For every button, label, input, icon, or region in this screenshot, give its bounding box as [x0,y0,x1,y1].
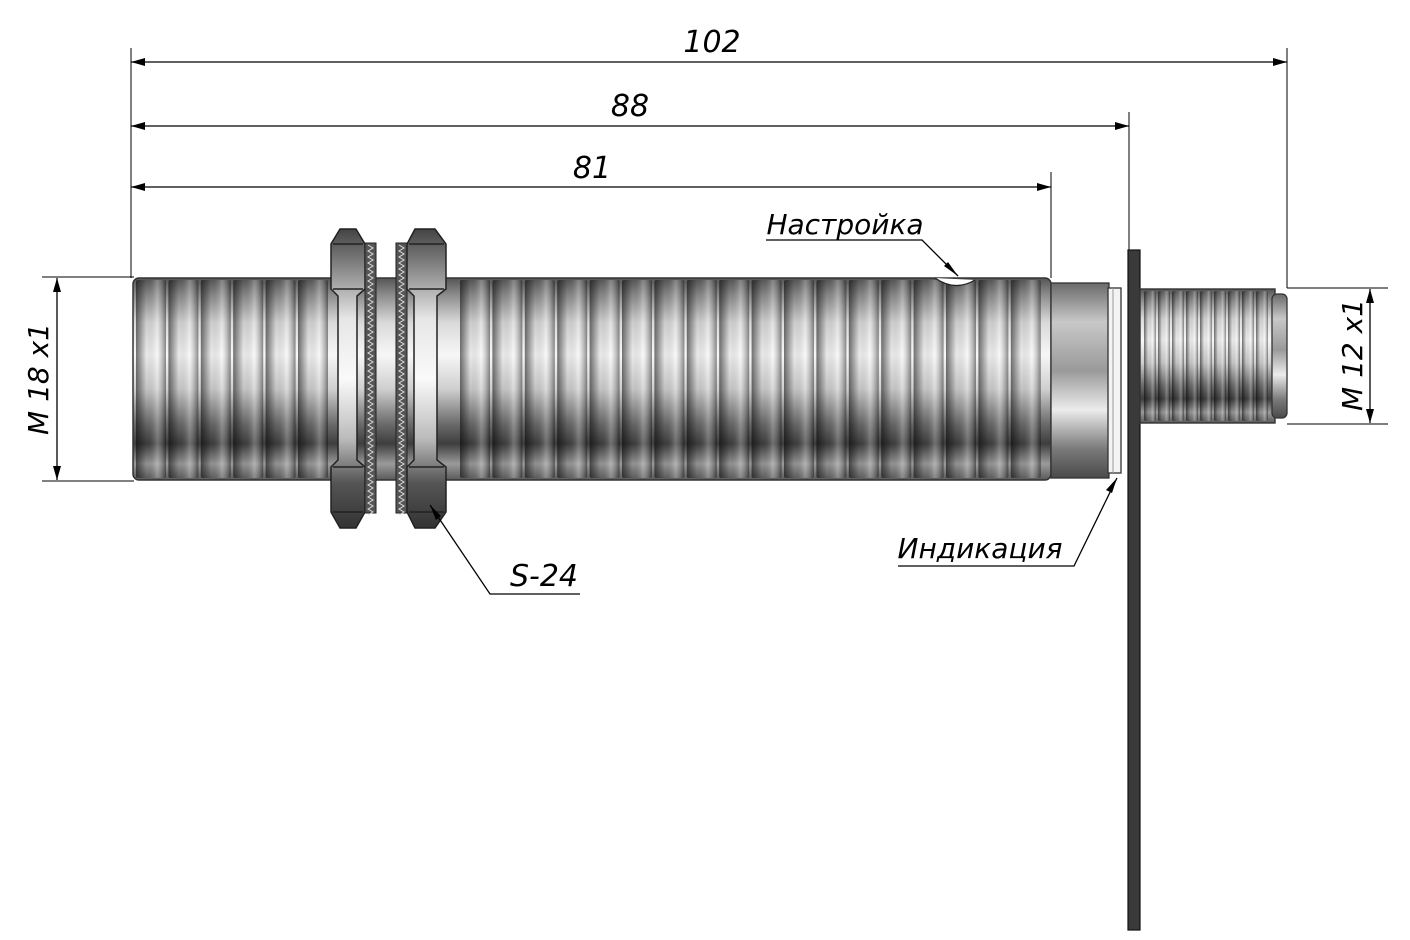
callout-indication: Индикация [898,477,1118,567]
connector-thread-groove [1172,291,1184,421]
body-thread-groove [848,280,879,478]
body-thread-groove [265,280,296,478]
connector-thread-groove [1200,291,1212,421]
body-thread-groove [881,280,912,478]
body-thread-groove [784,280,814,478]
body-thread-groove [136,280,166,478]
body-thread-groove [200,280,231,478]
connector-thread-groove [1186,291,1198,421]
body-thread-groove [298,280,328,478]
body-thread-groove [233,280,264,478]
body-thread-groove [719,280,750,478]
callout-adjustment: Настройка [766,208,959,277]
hex-nut-right [406,228,447,529]
dim-label-81: 81 [573,151,611,186]
lock-washer-right [395,242,408,516]
dim-label-m12: M 12 x1 [1336,299,1369,411]
body-thread-groove [557,280,588,478]
body-thread-groove [946,280,976,478]
sensor-collar [1050,282,1122,479]
body-thread-groove [492,280,523,478]
dim-label-88: 88 [611,89,649,124]
body-thread-groove [751,280,782,478]
washer-teeth [367,244,374,516]
dimension-to-flange: 88 [131,89,1129,130]
connector-thread-groove [1228,291,1240,421]
body-thread-groove [1010,280,1041,478]
dim-label-102: 102 [683,25,740,60]
body-thread-groove [913,280,944,478]
connector [1139,288,1288,424]
mounting-plate [1127,249,1141,931]
dimension-connector-thread: M 12 x1 [1336,289,1374,423]
body-thread-groove [589,280,620,478]
dimension-body-thread: M 18 x1 [22,278,61,480]
extension-lines [42,48,1388,482]
body-thread-grooves [136,280,1041,478]
connector-thread-grooves [1144,291,1268,421]
lock-washer-left [364,242,377,516]
sensor-body [132,277,1052,481]
body-thread-groove [460,280,490,478]
body-thread-groove [978,280,1009,478]
washer-teeth [398,244,405,516]
body-thread-groove [168,280,199,478]
body-thread-groove [524,280,555,478]
connector-thread-groove [1158,291,1170,421]
callout-adjustment-label: Настройка [766,208,923,241]
dim-label-m18: M 18 x1 [22,323,55,435]
body-thread-groove [686,280,717,478]
connector-thread-groove [1214,291,1226,421]
connector-thread-groove [1256,291,1268,421]
callout-nut-size: S-24 [429,504,580,595]
body-thread-groove [816,280,847,478]
connector-thread-groove [1144,291,1156,421]
body-thread-groove [622,280,652,478]
connector-thread-groove [1242,291,1254,421]
adjustment-notch [934,277,976,287]
callout-indication-label: Индикация [898,532,1063,565]
dimension-threaded-body: 81 [131,151,1051,191]
body-thread-groove [654,280,685,478]
callout-nut-size-label: S-24 [510,559,578,594]
dimension-overall: 102 [131,25,1287,66]
